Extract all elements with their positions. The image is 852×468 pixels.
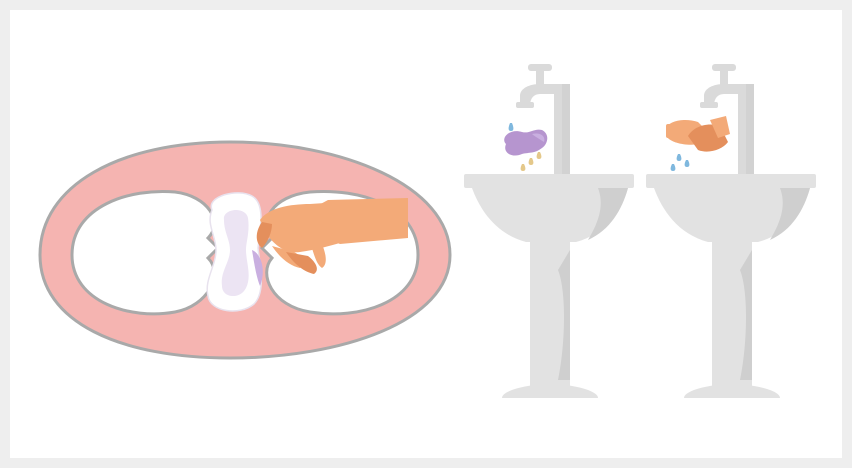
washing-hands-sink-icon xyxy=(646,64,816,398)
faucet-icon xyxy=(700,64,754,174)
sink-icon xyxy=(464,174,634,398)
water-drop-icon xyxy=(509,123,514,131)
washing-hands-icon xyxy=(666,116,730,152)
sanitary-pad-icon xyxy=(207,193,263,311)
menstrual-hygiene-illustration xyxy=(10,10,842,458)
water-drops-icon xyxy=(671,154,690,171)
sink-icon xyxy=(646,174,816,398)
soap-bar-icon xyxy=(504,130,547,156)
dirty-drops-icon xyxy=(521,152,542,171)
washing-soap-sink-icon xyxy=(464,64,634,398)
faucet-icon xyxy=(516,64,570,174)
sanitary-pad-removal-icon xyxy=(40,142,450,358)
illustration-frame xyxy=(10,10,842,458)
